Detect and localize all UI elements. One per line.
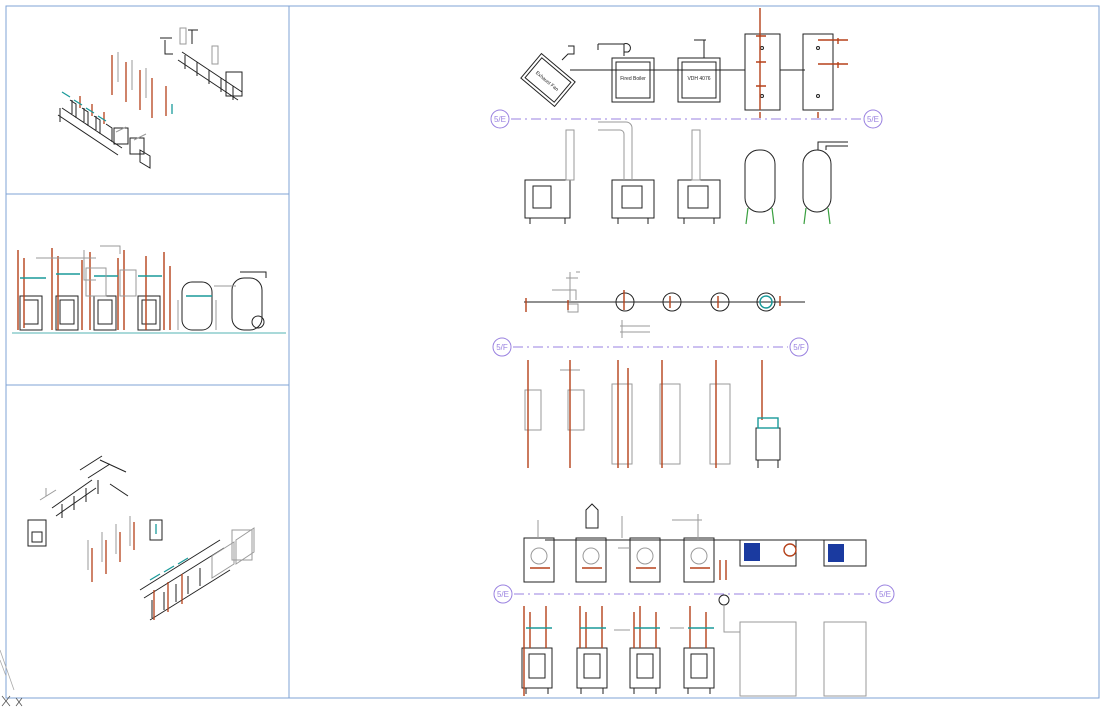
gridline-row1: 5/E 5/E <box>490 109 883 129</box>
iso-view-top[interactable] <box>57 27 243 169</box>
gridline-row3: 5/E 5/E <box>493 584 895 604</box>
main-plan-view[interactable]: 5/E 5/E Exhaust Fan Fired Boiler VDH 407… <box>490 8 895 697</box>
gridline-row2: 5/F 5/F <box>492 337 809 357</box>
equipment-label: Fired Boiler <box>620 76 646 82</box>
row1-elevation-equipment[interactable] <box>524 149 832 224</box>
elevation-view[interactable] <box>12 245 286 334</box>
viewport-frames <box>5 5 1100 699</box>
grid-bubble-label: 5/E <box>497 590 509 599</box>
row3-plan-equipment[interactable] <box>523 503 867 583</box>
iso-view-bottom[interactable] <box>0 455 255 707</box>
grid-bubble-label: 5/E <box>867 115 879 124</box>
equipment-label: VDH 4076 <box>687 76 710 82</box>
grid-bubble-label: 5/E <box>494 115 506 124</box>
grid-bubble-label: 5/F <box>496 343 508 352</box>
row1-plan-equipment[interactable]: Exhaust Fan Fired Boiler VDH 4076 <box>520 33 834 111</box>
grid-bubble-label: 5/E <box>879 590 891 599</box>
grid-bubble-label: 5/F <box>793 343 805 352</box>
row2-plan-equipment[interactable] <box>524 271 805 338</box>
row2-elevation-equipment[interactable] <box>524 360 781 468</box>
equipment-label: Exhaust Fan <box>534 70 560 93</box>
view-cube-corner-icon[interactable] <box>1 695 23 707</box>
row3-elevation-equipment[interactable] <box>521 594 867 697</box>
pump-unit <box>744 543 844 562</box>
